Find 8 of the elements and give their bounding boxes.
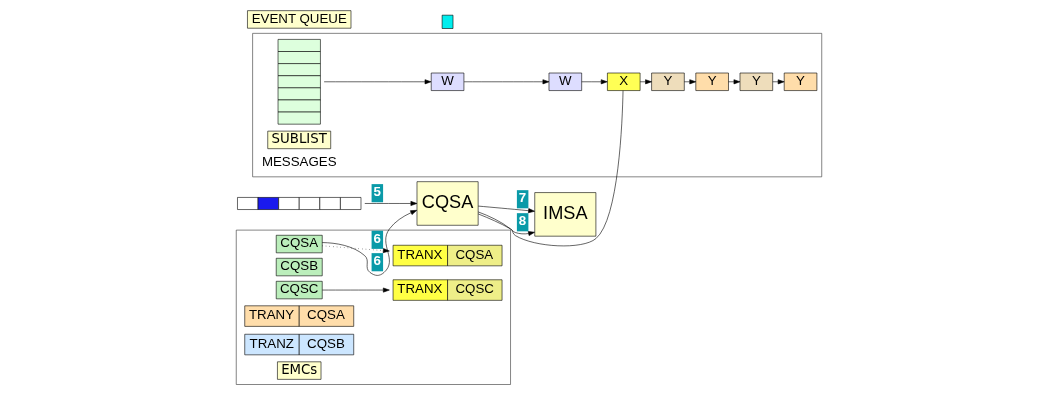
- edge-label: 5: [373, 183, 381, 199]
- edge-label: 7: [518, 190, 527, 206]
- edge-label: 6: [373, 252, 381, 268]
- label: SUBLIST: [271, 131, 327, 147]
- edge-label: 8: [518, 213, 527, 229]
- label: EMCs: [281, 361, 318, 377]
- label: MESSAGES: [261, 154, 337, 170]
- edge-label: 6: [373, 230, 381, 246]
